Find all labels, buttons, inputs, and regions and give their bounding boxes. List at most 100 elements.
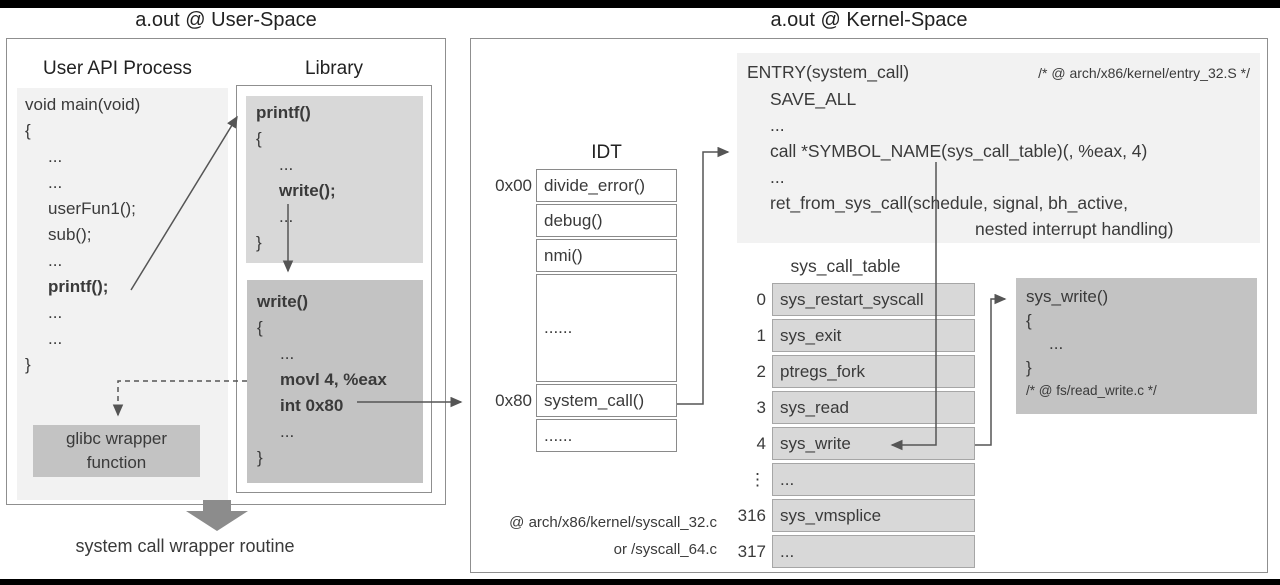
code-line: ... (48, 173, 63, 192)
idt-row: nmi() (464, 239, 677, 272)
syscall-file-note: @ arch/x86/kernel/syscall_32.c or /sysca… (470, 509, 717, 563)
code-line: { (25, 121, 31, 140)
idt-cell: ...... (536, 274, 677, 382)
sys-call-table-row: 2 ptregs_fork (726, 355, 975, 388)
printf-code-block: printf() {... write();...} (246, 96, 423, 263)
sys-call-table-row: 0 sys_restart_syscall (726, 283, 975, 316)
sys-call-table-row: 316 sys_vmsplice (726, 499, 975, 532)
top-black-bar (0, 0, 1280, 8)
bottom-black-bar (0, 579, 1280, 585)
sys-call-cell: sys_write (772, 427, 975, 460)
idt-vector-label (464, 274, 536, 382)
sys-call-cell: sys_restart_syscall (772, 283, 975, 316)
sys-call-index: 1 (756, 325, 766, 345)
code-line: ... (770, 115, 785, 135)
code-line: ... (1049, 334, 1064, 353)
sys-call-cell: ptregs_fork (772, 355, 975, 388)
code-line: int 0x80 (280, 396, 344, 415)
entry-code-block: ENTRY(system_call) /* @ arch/x86/kernel/… (737, 53, 1260, 243)
glibc-wrapper-box: glibc wrapper function (33, 425, 200, 477)
code-line: ... (280, 344, 295, 363)
idt-row: ...... (464, 274, 677, 382)
sys-call-cell: ... (772, 463, 975, 496)
kernel-space-title: a.out @ Kernel-Space (770, 9, 968, 31)
idt-cell: ...... (536, 419, 677, 452)
sys-call-table-row: 4 sys_write (726, 427, 975, 460)
code-line: printf(); (48, 277, 109, 296)
code-line: } (256, 233, 262, 252)
sys-call-index: ⋮ (749, 469, 766, 489)
sys-call-cell: sys_exit (772, 319, 975, 352)
syscall-file-note-line1: @ arch/x86/kernel/syscall_32.c (509, 514, 717, 531)
code-line: { (256, 129, 262, 148)
idt-cell: system_call() (536, 384, 677, 417)
code-line: write() (257, 292, 308, 311)
code-line: write(); (279, 181, 336, 200)
code-line: ... (48, 147, 63, 166)
sys-call-cell: sys_read (772, 391, 975, 424)
code-line: ... (770, 167, 785, 187)
entry-lines: SAVE_ALL...call *SYMBOL_NAME(sys_call_ta… (747, 86, 1250, 242)
code-line: ret_from_sys_call(schedule, signal, bh_a… (770, 193, 1128, 213)
code-line: movl 4, %eax (280, 370, 387, 389)
sys-call-index: 3 (756, 397, 766, 417)
idt-vector-label (464, 419, 536, 452)
idt-row: ...... (464, 419, 677, 452)
idt-vector-label (464, 204, 536, 237)
code-line: void main(void) (25, 95, 141, 114)
code-line: ... (279, 207, 294, 226)
code-line: SAVE_ALL (770, 89, 857, 109)
idt-vector-label: 0x00 (495, 175, 532, 195)
code-line: { (1026, 310, 1032, 330)
glibc-wrapper-line1: glibc wrapper (65, 429, 168, 448)
sys-call-table-row: 3 sys_read (726, 391, 975, 424)
code-line: nested interrupt handling) (975, 219, 1174, 239)
code-line: { (257, 318, 263, 337)
sys-call-index: 2 (756, 361, 766, 381)
sys-call-index: 316 (737, 505, 766, 525)
sys-call-table-row: 317... (726, 535, 975, 568)
code-line: } (25, 355, 31, 374)
code-line: ... (48, 329, 63, 348)
code-line: ... (48, 251, 63, 270)
idt-vector-label: 0x80 (495, 390, 532, 410)
code-line: sys_write() (1026, 287, 1109, 306)
entry-first-line: ENTRY(system_call) /* @ arch/x86/kernel/… (747, 59, 1250, 86)
sys-call-index: 317 (737, 541, 766, 561)
entry-label: ENTRY(system_call) (747, 62, 910, 82)
sys-call-table: 0 sys_restart_syscall 1 sys_exit 2 ptregs_for… (726, 283, 975, 571)
code-line: userFun1(); (48, 199, 136, 218)
glibc-wrapper-line2: function (86, 453, 147, 472)
entry-source-comment: /* @ arch/x86/kernel/entry_32.S */ (1038, 65, 1250, 81)
sys-call-cell: sys_vmsplice (772, 499, 975, 532)
sys-call-table-title: sys_call_table (790, 256, 901, 276)
idt-cell: debug() (536, 204, 677, 237)
sys-call-index: 0 (756, 289, 766, 309)
sys-call-index: 4 (756, 433, 766, 453)
code-line: ... (279, 155, 294, 174)
wrapper-routine-caption: system call wrapper routine (75, 536, 295, 556)
syscall-file-note-line2: or /syscall_64.c (613, 541, 717, 558)
idt-cell: nmi() (536, 239, 677, 272)
idt-title: IDT (591, 142, 622, 163)
code-line: ... (48, 303, 63, 322)
code-line: ... (280, 422, 295, 441)
code-line: /* @ fs/read_write.c */ (1026, 383, 1157, 398)
idt-cell: divide_error() (536, 169, 677, 202)
code-line: printf() (256, 103, 311, 122)
user-space-title: a.out @ User-Space (135, 9, 317, 31)
code-line: sub(); (48, 225, 92, 244)
idt-row: debug() (464, 204, 677, 237)
code-line: } (1026, 357, 1032, 377)
idt-vector-label (464, 239, 536, 272)
sys-call-table-row: 1 sys_exit (726, 319, 975, 352)
user-api-process-label: User API Process (43, 58, 192, 79)
sys-call-table-row: ⋮... (726, 463, 975, 496)
sys-call-cell: ... (772, 535, 975, 568)
sys-write-code-block: sys_write() {...} /* @ fs/read_write.c */ (1016, 278, 1257, 414)
